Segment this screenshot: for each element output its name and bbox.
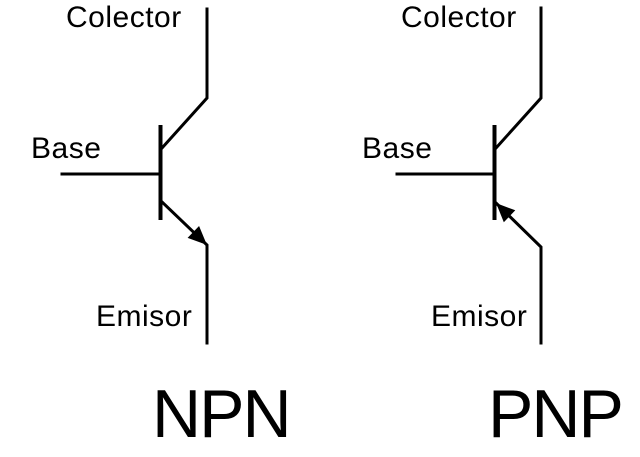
pnp-collector-label: Colector [401, 1, 517, 34]
npn-collector-lead [159, 7, 209, 151]
npn-emitter-label: Emisor [96, 300, 193, 333]
npn-transistor-symbol [60, 7, 209, 345]
pnp-type-label: PNP [488, 376, 624, 452]
npn-emitter-arrow-icon [187, 226, 207, 245]
pnp-emitter-lead [493, 200, 543, 345]
npn-type-label: NPN [152, 376, 292, 452]
pnp-base-label: Base [362, 132, 433, 165]
npn-collector-label: Colector [66, 1, 182, 34]
npn-base-label: Base [31, 132, 102, 165]
pnp-emitter-arrow-icon [496, 203, 516, 223]
npn-emitter-lead [159, 199, 209, 345]
pnp-transistor-symbol [395, 6, 543, 345]
pnp-collector-lead [493, 6, 543, 151]
pnp-emitter-label: Emisor [431, 300, 528, 333]
